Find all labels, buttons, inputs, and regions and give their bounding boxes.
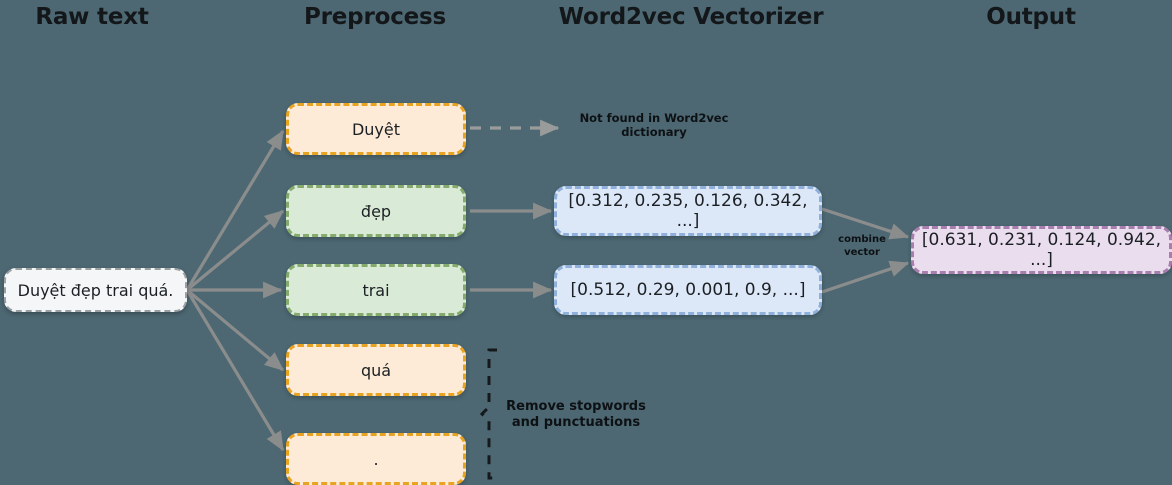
token-box-trai[interactable]: trai bbox=[286, 264, 466, 316]
token-label: . bbox=[373, 449, 379, 469]
token-label: trai bbox=[362, 280, 390, 300]
annotation-not-found: Not found in Word2vec dictionary bbox=[579, 111, 729, 140]
token-box-duyet[interactable]: Duyệt bbox=[286, 103, 466, 155]
token-box-qua[interactable]: quá bbox=[286, 344, 466, 396]
token-label: Duyệt bbox=[351, 119, 401, 139]
column-title-preprocess: Preprocess bbox=[303, 4, 447, 30]
token-label: quá bbox=[360, 360, 392, 380]
token-box-punctuation[interactable]: . bbox=[286, 433, 466, 485]
raw-text-box[interactable]: Duyệt đẹp trai quá. bbox=[4, 268, 187, 312]
vector-label: [0.512, 0.29, 0.001, 0.9, ...] bbox=[570, 280, 806, 300]
column-title-raw-text: Raw text bbox=[35, 4, 149, 30]
column-title-word2vec-vectorizer: Word2vec Vectorizer bbox=[558, 4, 824, 30]
annotation-combine-vector: combine vector bbox=[838, 234, 886, 258]
token-label: đẹp bbox=[360, 201, 392, 221]
raw-text-label: Duyệt đẹp trai quá. bbox=[17, 280, 174, 300]
output-vector-box[interactable]: [0.631, 0.231, 0.124, 0.942, ...] bbox=[911, 226, 1172, 274]
output-vector-label: [0.631, 0.231, 0.124, 0.942, ...] bbox=[921, 230, 1162, 270]
annotation-remove-stopwords: Remove stopwords and punctuations bbox=[506, 399, 646, 431]
vector-box-dep[interactable]: [0.312, 0.235, 0.126, 0.342, ...] bbox=[554, 186, 822, 236]
column-title-output: Output bbox=[986, 4, 1076, 30]
vector-label: [0.312, 0.235, 0.126, 0.342, ...] bbox=[568, 191, 808, 231]
vector-box-trai[interactable]: [0.512, 0.29, 0.001, 0.9, ...] bbox=[554, 265, 822, 315]
token-box-dep[interactable]: đẹp bbox=[286, 185, 466, 237]
